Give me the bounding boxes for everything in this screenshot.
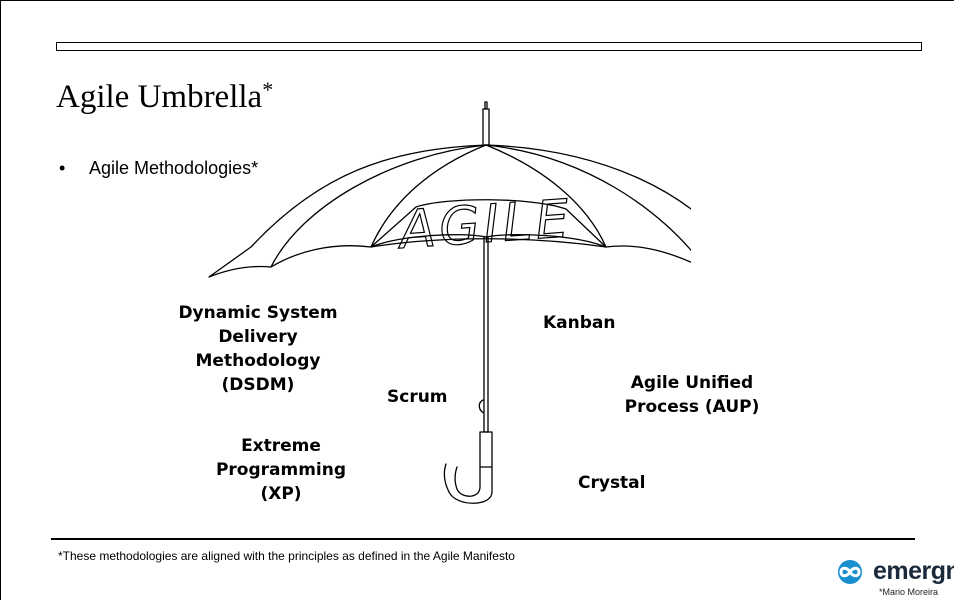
method-xp-label: Extreme Programming (XP) <box>215 436 347 504</box>
umbrella-label-text: AGILE <box>395 189 575 261</box>
footnote: *These methodologies are aligned with th… <box>58 549 515 563</box>
method-dsdm-label: Dynamic System Delivery Methodology (DSD… <box>178 303 338 395</box>
method-xp: Extreme Programming (XP) <box>197 434 365 506</box>
bullet-dot-icon: • <box>59 158 66 178</box>
umbrella-hook <box>443 463 493 504</box>
umbrella-rib <box>485 144 607 248</box>
credit-note: *Mario Moreira <box>879 587 939 597</box>
emergn-logo-wordmark: emergn <box>873 557 954 585</box>
method-aup: Agile Unified Process (AUP) <box>619 371 765 419</box>
umbrella-hook-inner <box>454 466 481 497</box>
method-aup-label: Agile Unified Process (AUP) <box>624 373 760 417</box>
umbrella-shaft <box>483 236 489 433</box>
method-crystal-label: Crystal <box>578 473 646 493</box>
umbrella-rib <box>485 144 691 252</box>
umbrella-illustration: AGILE <box>208 101 691 504</box>
umbrella-rib <box>270 144 487 268</box>
method-dsdm: Dynamic System Delivery Methodology (DSD… <box>169 301 347 397</box>
umbrella-top-tip <box>484 101 488 110</box>
method-kanban-label: Kanban <box>543 313 616 333</box>
bullet-item: • Agile Methodologies* <box>59 158 258 179</box>
umbrella-handle-grip <box>479 431 493 468</box>
umbrella-strap <box>478 399 485 414</box>
umbrella-top-pole <box>482 108 490 146</box>
bullet-text: Agile Methodologies* <box>89 158 259 178</box>
emergn-logo-icon <box>838 559 862 584</box>
emergn-logo: emergn <box>833 557 954 586</box>
slide-title-mark: * <box>262 77 274 102</box>
slide-title-text: Agile Umbrella <box>56 79 263 115</box>
slide-title: Agile Umbrella* <box>56 77 273 116</box>
method-scrum-label: Scrum <box>387 387 448 407</box>
method-crystal: Crystal <box>578 471 646 495</box>
footer-rule <box>51 538 915 540</box>
umbrella-label-panel <box>370 199 607 248</box>
top-rule-bar <box>56 42 922 51</box>
method-scrum: Scrum <box>387 385 448 409</box>
umbrella-rib <box>370 144 487 248</box>
method-kanban: Kanban <box>543 311 616 335</box>
